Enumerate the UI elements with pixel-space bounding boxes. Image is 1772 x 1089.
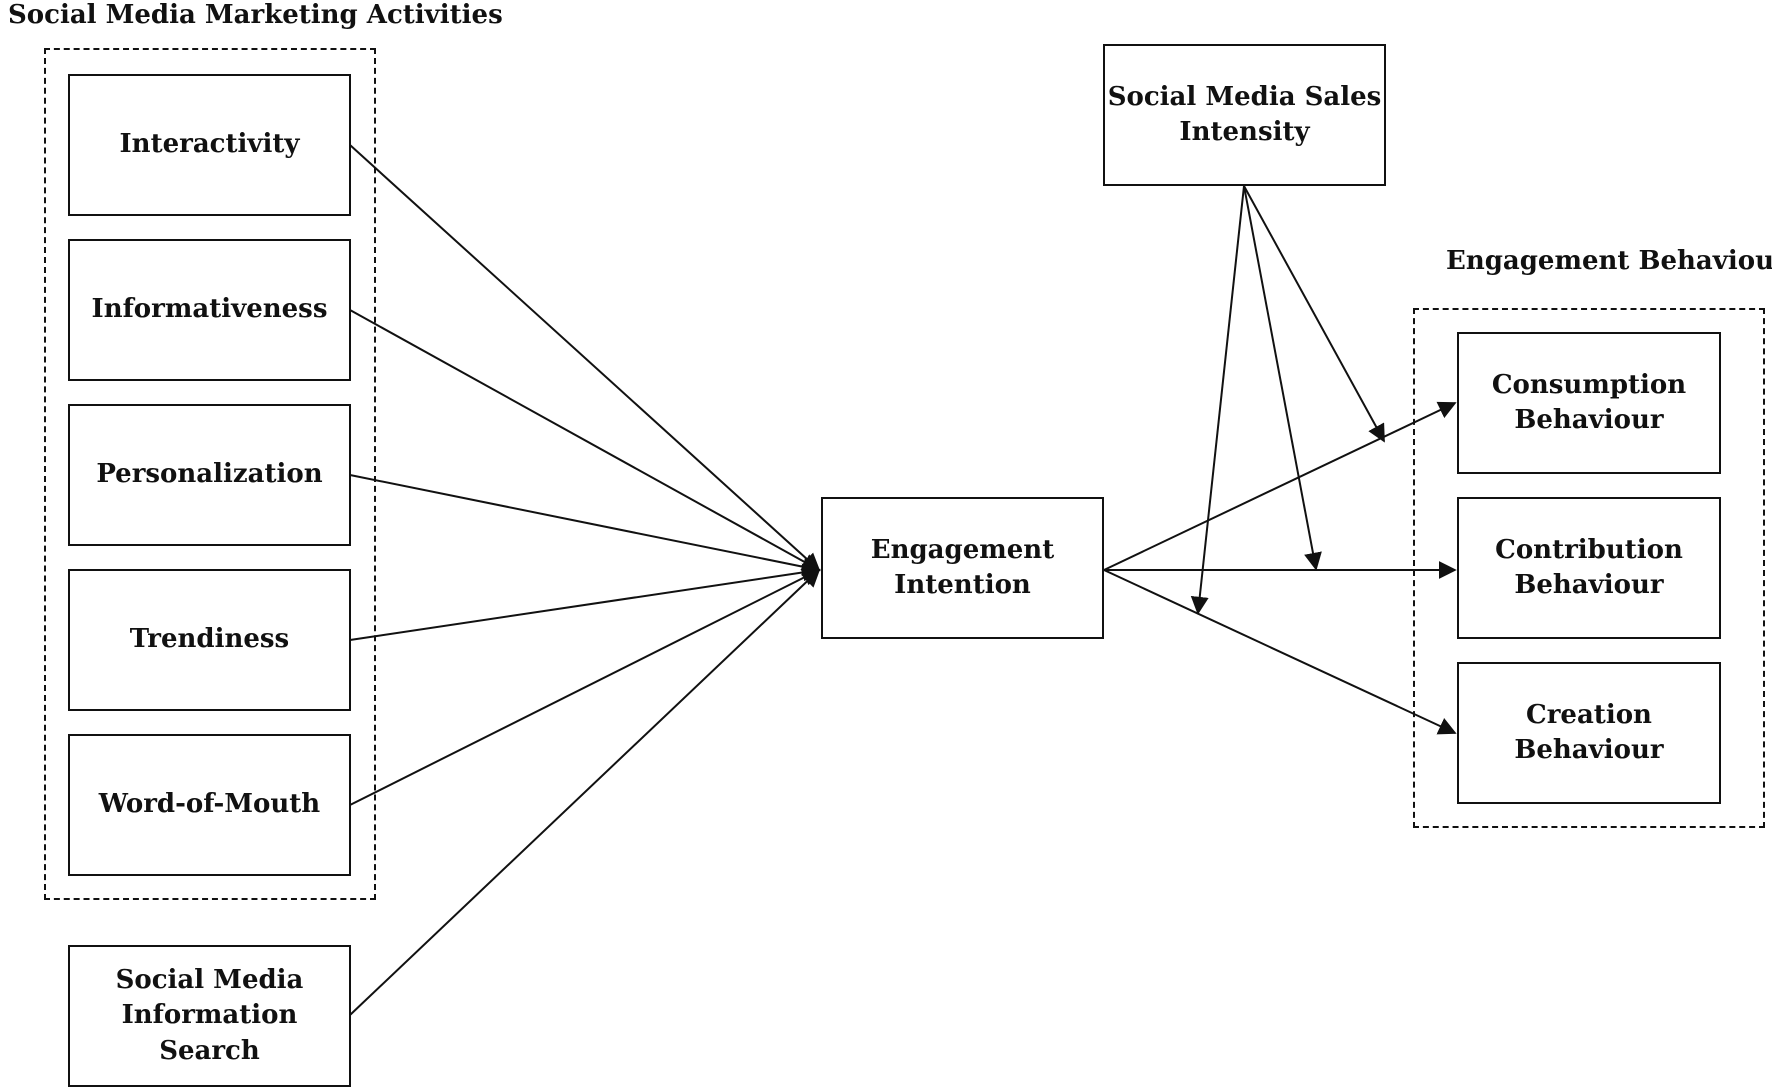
node-word-of-mouth: Word-of-Mouth — [68, 734, 351, 876]
edge-informativeness-to-intention — [349, 309, 821, 571]
edge-personalization-to-intention — [349, 474, 821, 576]
node-trendiness: Trendiness — [68, 569, 351, 711]
node-info-search: Social Media Information Search — [68, 945, 351, 1087]
marketing-activities-group — [44, 48, 376, 900]
node-sales-intensity-label: Social Media Sales Intensity — [1107, 81, 1382, 147]
node-creation-behaviour-label: Creation Behaviour — [1514, 699, 1664, 765]
engagement-behaviour-title: Engagement Behaviour — [1446, 246, 1772, 276]
node-creation-behaviour: Creation Behaviour — [1457, 662, 1721, 804]
node-personalization: Personalization — [68, 404, 351, 546]
edge-sales-to-consumption-path — [1243, 185, 1385, 443]
node-personalization-label: Personalization — [96, 459, 323, 490]
node-contribution-behaviour: Contribution Behaviour — [1457, 497, 1721, 639]
edge-intention-to-consumption — [1103, 401, 1457, 571]
edge-word-of-mouth-to-intention — [349, 569, 821, 806]
node-engagement-intention-label: Engagement Intention — [870, 534, 1055, 600]
node-interactivity: Interactivity — [68, 74, 351, 216]
edge-intention-to-creation — [1103, 569, 1457, 735]
node-info-search-label: Social Media Information Search — [115, 965, 304, 1066]
edge-sales-to-contribution-path — [1243, 185, 1322, 571]
node-interactivity-label: Interactivity — [119, 129, 300, 160]
node-consumption-behaviour-label: Consumption Behaviour — [1491, 369, 1687, 435]
edge-interactivity-to-intention — [349, 144, 821, 572]
engagement-behaviour-group — [1413, 308, 1765, 828]
node-sales-intensity: Social Media Sales Intensity — [1103, 44, 1386, 186]
node-consumption-behaviour: Consumption Behaviour — [1457, 332, 1721, 474]
edge-sales-to-creation-path — [1190, 185, 1245, 615]
node-contribution-behaviour-label: Contribution Behaviour — [1495, 534, 1683, 600]
node-trendiness-label: Trendiness — [129, 624, 290, 655]
node-word-of-mouth-label: Word-of-Mouth — [98, 789, 321, 820]
node-engagement-intention: Engagement Intention — [821, 497, 1104, 639]
edge-trendiness-to-intention — [349, 563, 821, 641]
node-informativeness: Informativeness — [68, 239, 351, 381]
edge-info-search-to-intention — [349, 568, 821, 1016]
node-informativeness-label: Informativeness — [91, 294, 328, 325]
marketing-activities-title: Social Media Marketing Activities — [8, 0, 503, 30]
